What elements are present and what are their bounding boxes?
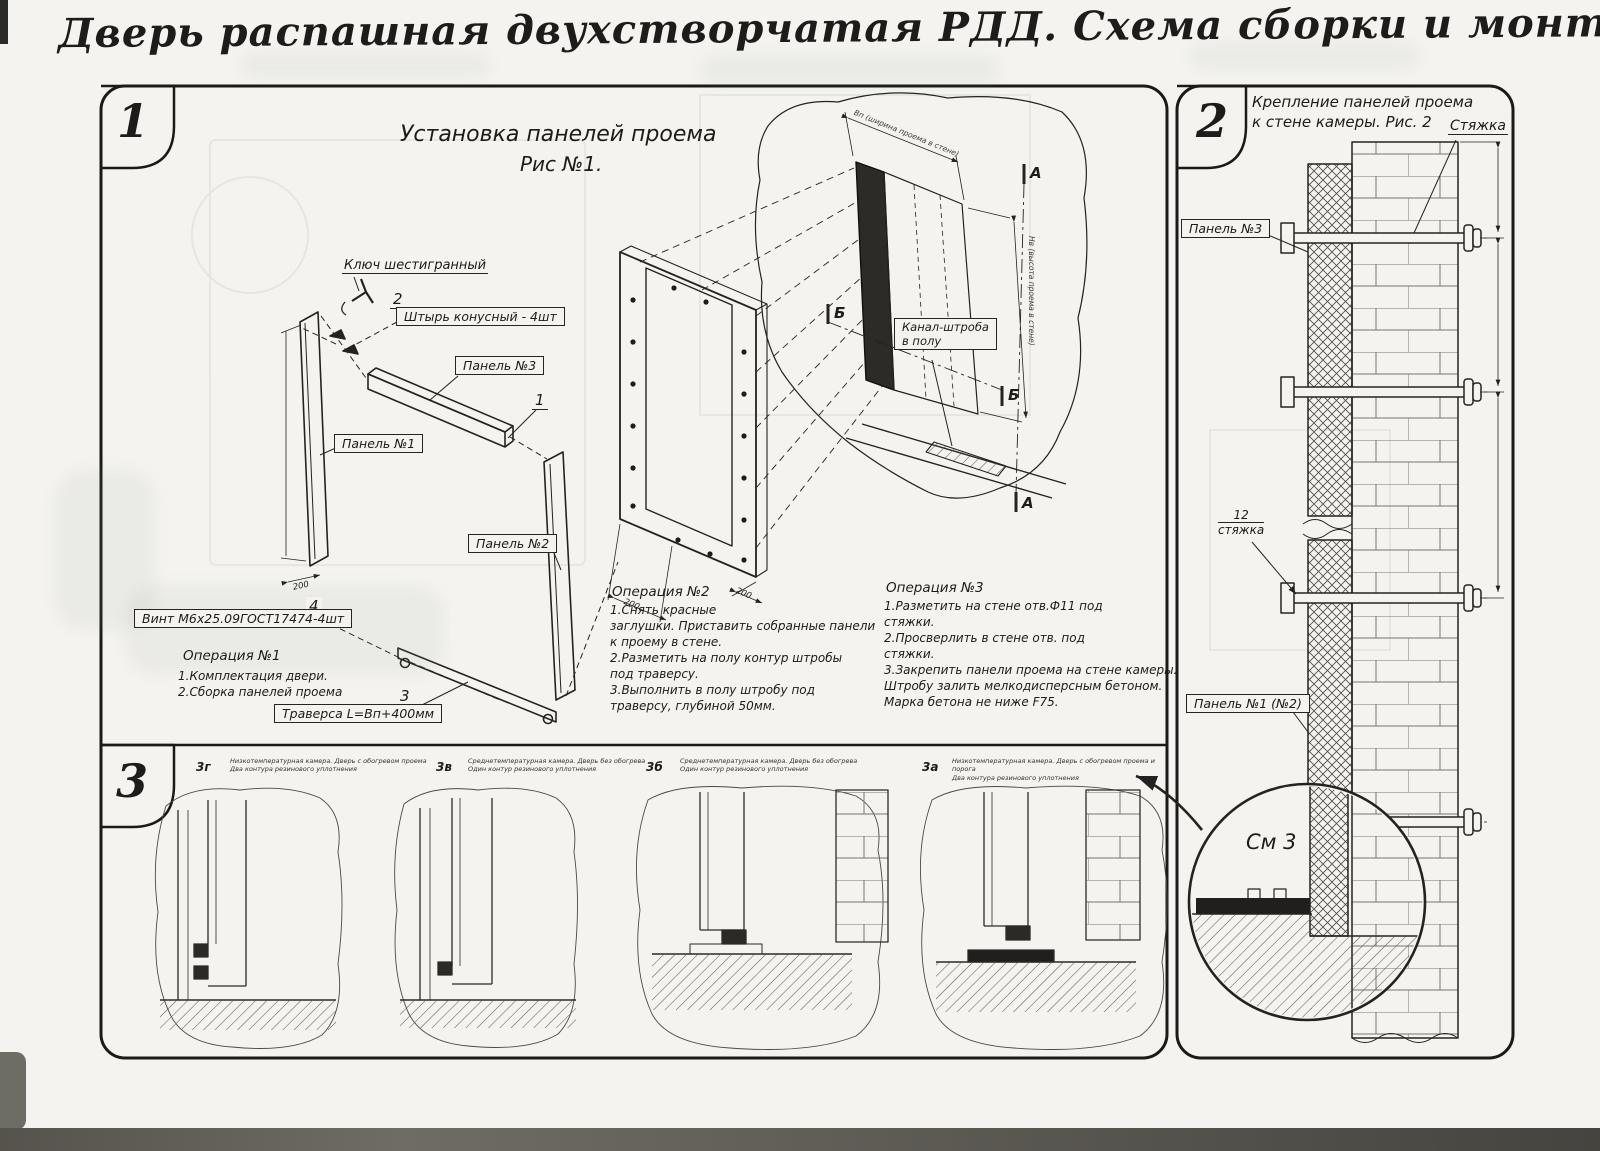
operation-1-body: 1.Комплектация двери. 2.Сборка панелей п… bbox=[178, 669, 343, 700]
label-cone-pin: Штырь конусный - 4шт bbox=[396, 307, 565, 326]
section-cut-flags bbox=[826, 164, 1026, 512]
bleed-through-ghosts bbox=[191, 94, 1391, 651]
hex-key-shape bbox=[351, 278, 374, 304]
section-1-number: 1 bbox=[117, 94, 150, 148]
screw-shape bbox=[399, 657, 411, 669]
dim-opening-height: Нв (высота проема в стене) bbox=[1027, 236, 1036, 346]
wall-opening-view bbox=[754, 92, 1088, 512]
label-panel-2: Панель №2 bbox=[468, 534, 558, 553]
section-marker-a-top: А bbox=[1030, 164, 1042, 182]
screw-shape bbox=[542, 713, 554, 725]
label-hex-key: Ключ шестигранный bbox=[342, 258, 489, 274]
panel-hatched-upper bbox=[1307, 163, 1353, 517]
fig1-title: Установка панелей проема bbox=[400, 122, 717, 147]
label-floor-channel: Канал-штроба в полу bbox=[894, 318, 997, 350]
section-marker-b-left: Б bbox=[834, 304, 846, 322]
scan-edge-mark bbox=[0, 0, 8, 44]
detail-3a bbox=[919, 785, 1168, 1050]
operation-3-body: 1.Разметить на стене отв.Ф11 под стяжки.… bbox=[884, 599, 1178, 710]
detail-3g-caption: Низкотемпературная камера. Дверь с обогр… bbox=[230, 757, 427, 774]
label-tie-12: 12 стяжка bbox=[1218, 508, 1265, 537]
panel-1-shape bbox=[299, 311, 329, 567]
tie-word: стяжка bbox=[1218, 523, 1265, 537]
threshold-profile bbox=[1196, 898, 1310, 914]
cone-pin-shape bbox=[329, 329, 346, 340]
scan-smudge bbox=[125, 585, 445, 675]
frame-holes bbox=[630, 285, 747, 563]
section-marker-b-right: Б bbox=[1008, 386, 1020, 404]
label-traverse: Траверса L=Вп+400мм bbox=[274, 704, 443, 723]
traverse-shape bbox=[397, 647, 557, 723]
detail-3v bbox=[394, 787, 578, 1048]
see-detail-3-label: См 3 bbox=[1246, 830, 1297, 854]
floor-details bbox=[154, 785, 1168, 1050]
floor-channel-shape bbox=[925, 441, 1007, 477]
tie-bolt bbox=[1280, 222, 1490, 254]
tie-bolt bbox=[1280, 376, 1490, 408]
detail-circle-content bbox=[1191, 786, 1423, 1018]
operation-2-body: 1.Снять красные заглушки. Приставить соб… bbox=[610, 603, 876, 714]
section-2-number: 2 bbox=[1196, 94, 1229, 148]
fig2-title: Крепление панелей проема к стене камеры.… bbox=[1252, 93, 1474, 132]
scan-smudge bbox=[240, 52, 490, 78]
scan-blotch bbox=[0, 1052, 26, 1130]
scan-smudge bbox=[55, 470, 155, 630]
exploded-parts bbox=[280, 276, 619, 725]
scan-bottom-band bbox=[0, 1128, 1600, 1151]
detail-3g-id: 3г bbox=[196, 760, 211, 774]
detail-3v-id: 3в bbox=[436, 760, 452, 774]
detail-3v-caption: Среднетемпературная камера. Дверь без об… bbox=[468, 757, 646, 774]
dimension-lines bbox=[1460, 141, 1504, 599]
panel-2-shape bbox=[543, 451, 576, 701]
section-3-number: 3 bbox=[116, 754, 149, 808]
see-detail-arrow bbox=[1135, 774, 1204, 831]
detail-3b-id: 3б bbox=[646, 760, 663, 774]
label-panel-1-2-section: Панель №1 (№2) bbox=[1186, 694, 1310, 713]
detail-3a-id: 3а bbox=[922, 760, 939, 774]
dimension-lines bbox=[841, 111, 1029, 423]
label-panel-1: Панель №1 bbox=[334, 434, 424, 453]
detail-3b-caption: Среднетемпературная камера. Дверь без об… bbox=[680, 757, 858, 774]
detail-3a-caption: Низкотемпературная камера. Дверь с обогр… bbox=[952, 757, 1155, 782]
label-screw: Винт М6х25.09ГОСТ17474-4шт bbox=[134, 609, 353, 628]
projection-lines bbox=[639, 167, 891, 549]
tie-position-number: 12 bbox=[1218, 508, 1265, 523]
wall-section-view bbox=[1135, 139, 1504, 1043]
detail-3g bbox=[154, 787, 343, 1049]
label-tie-top: Стяжка bbox=[1448, 118, 1508, 135]
scan-smudge bbox=[1190, 42, 1420, 70]
assembled-frame bbox=[607, 167, 891, 623]
callout-1: 1 bbox=[532, 391, 548, 410]
label-panel-3: Панель №3 bbox=[455, 356, 545, 375]
detail-3b bbox=[635, 785, 889, 1050]
section-marker-a-bottom: А bbox=[1022, 494, 1034, 512]
fig1-subtitle: Рис №1. bbox=[520, 152, 603, 176]
operation-1-title: Операция №1 bbox=[183, 648, 281, 664]
scan-smudge bbox=[700, 55, 1000, 85]
frame-borders bbox=[99, 84, 1515, 1060]
operation-3-title: Операция №3 bbox=[886, 580, 984, 596]
label-panel-3-section: Панель №3 bbox=[1181, 219, 1271, 238]
